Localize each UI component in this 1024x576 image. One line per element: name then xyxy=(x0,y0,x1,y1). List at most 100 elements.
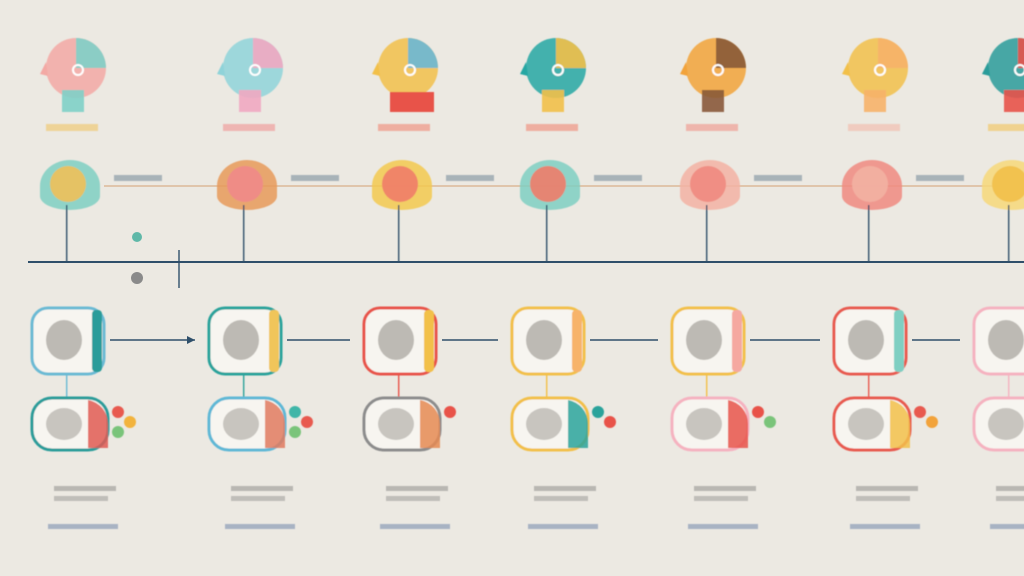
arrow-head xyxy=(187,336,195,344)
pod-accent xyxy=(568,400,589,448)
head-profile xyxy=(217,38,283,131)
bottom-caption xyxy=(688,486,758,529)
infant-sketch xyxy=(526,408,562,440)
brain-node xyxy=(217,160,339,262)
head-caption-bar xyxy=(46,124,98,131)
lower-pod xyxy=(670,396,776,452)
figure-sketch xyxy=(988,320,1024,360)
caption-line xyxy=(990,524,1024,529)
ear xyxy=(72,64,84,76)
ear xyxy=(1014,64,1024,76)
caption-line xyxy=(54,496,108,501)
brain-caption-bar xyxy=(291,175,339,181)
brain-caption-bar xyxy=(754,175,802,181)
frame-link xyxy=(398,374,400,398)
infant-sketch xyxy=(46,408,82,440)
neck-block xyxy=(542,90,564,112)
frame-link xyxy=(546,374,548,398)
brain-stem-line xyxy=(868,205,870,262)
bottom-caption xyxy=(850,486,920,529)
brain-node xyxy=(982,160,1024,262)
caption-line xyxy=(386,486,448,491)
frame-side-band xyxy=(894,310,904,372)
lower-pod xyxy=(510,396,616,452)
brain-node xyxy=(680,160,802,262)
head-caption-bar xyxy=(526,124,578,131)
pod-dot xyxy=(604,416,616,428)
caption-line xyxy=(856,496,910,501)
upper-frame xyxy=(972,306,1024,398)
bottom-caption xyxy=(380,486,450,529)
frame-link xyxy=(243,374,245,398)
ear xyxy=(874,64,886,76)
caption-line xyxy=(694,496,748,501)
pod-dot xyxy=(289,426,301,438)
pod-dot xyxy=(124,416,136,428)
head-segment xyxy=(556,38,586,68)
caption-line xyxy=(225,524,295,529)
nose xyxy=(842,62,850,76)
lower-pod xyxy=(207,396,313,452)
lower-pod xyxy=(972,396,1024,452)
pod-dot xyxy=(592,406,604,418)
brain-caption-bar xyxy=(114,175,162,181)
frame-link xyxy=(706,374,708,398)
head-segment xyxy=(878,38,908,68)
pod-accent xyxy=(728,400,749,448)
neck-block xyxy=(390,92,434,112)
pod-accent xyxy=(265,400,286,448)
pod-accent xyxy=(420,400,441,448)
head-caption-bar xyxy=(378,124,430,131)
bottom-caption xyxy=(528,486,598,529)
caption-line xyxy=(380,524,450,529)
column-6 xyxy=(832,38,964,529)
caption-line xyxy=(694,486,756,491)
caption-line xyxy=(231,496,285,501)
caption-line xyxy=(996,496,1024,501)
head-profile xyxy=(372,38,438,131)
column-2 xyxy=(207,38,339,529)
frame-side-band xyxy=(92,310,102,372)
lower-pod xyxy=(832,396,938,452)
caption-line xyxy=(534,486,596,491)
head-segment xyxy=(76,38,106,68)
upper-frame xyxy=(207,306,283,398)
column-5 xyxy=(670,38,802,529)
pod-dot xyxy=(926,416,938,428)
brain-stem-line xyxy=(706,205,708,262)
brain-caption-bar xyxy=(916,175,964,181)
bottom-caption xyxy=(48,486,118,529)
head-shape xyxy=(988,38,1024,98)
infant-sketch xyxy=(686,408,722,440)
nose xyxy=(40,62,48,76)
upper-frame xyxy=(670,306,746,398)
column-4 xyxy=(510,38,642,529)
brain-core xyxy=(690,166,726,202)
caption-line xyxy=(856,486,918,491)
infant-sketch xyxy=(848,408,884,440)
brain-core xyxy=(530,166,566,202)
column-3 xyxy=(362,38,494,529)
brain-core xyxy=(382,166,418,202)
caption-line xyxy=(231,486,293,491)
pod-dot xyxy=(444,406,456,418)
lower-pod xyxy=(30,396,136,452)
ear xyxy=(404,64,416,76)
pod-dot xyxy=(914,406,926,418)
brain-stem-line xyxy=(1008,205,1010,262)
frame-side-band xyxy=(572,310,582,372)
head-caption-bar xyxy=(848,124,900,131)
caption-line xyxy=(386,496,440,501)
marker-figure xyxy=(131,272,143,284)
frame-side-band xyxy=(424,310,434,372)
pod-accent xyxy=(88,400,109,448)
frame-link xyxy=(1008,374,1010,398)
brain-node xyxy=(40,160,162,262)
upper-frame xyxy=(362,306,438,398)
pod-dot xyxy=(752,406,764,418)
brain-stem-line xyxy=(66,205,68,262)
frame-link xyxy=(66,374,68,398)
nose xyxy=(217,62,225,76)
brain-core xyxy=(992,166,1024,202)
frame-link xyxy=(868,374,870,398)
